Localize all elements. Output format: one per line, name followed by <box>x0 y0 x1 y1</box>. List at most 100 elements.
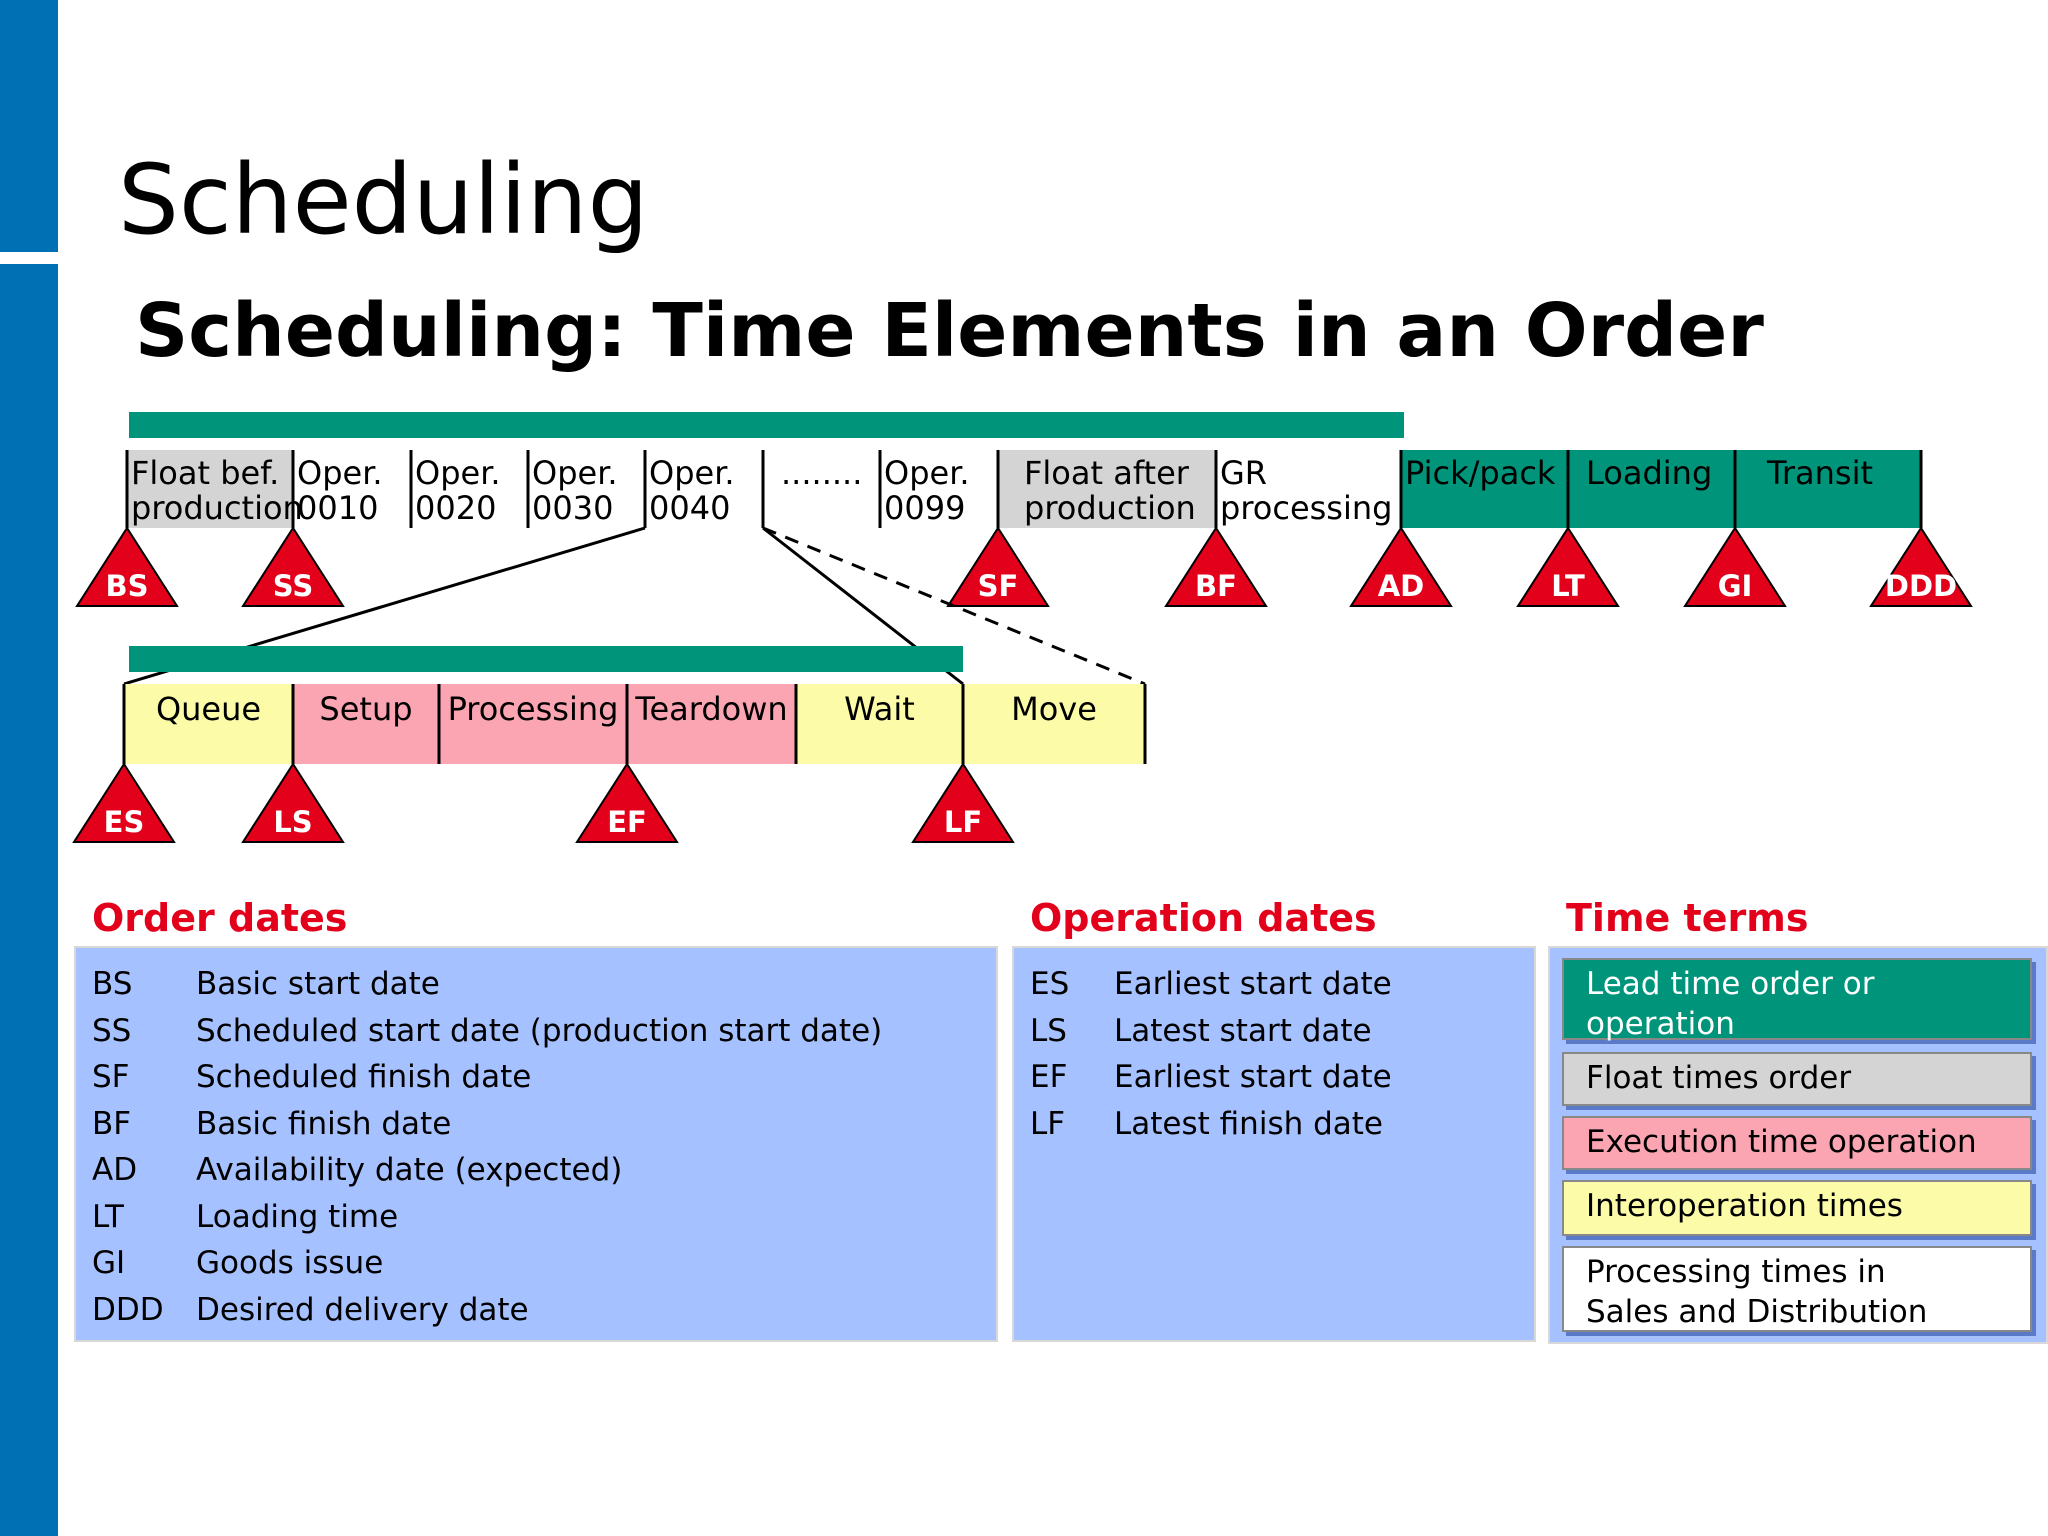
operation-segment-bg <box>963 684 1145 764</box>
order-date-code: GI <box>92 1245 126 1281</box>
order-date-marker-ad <box>1349 526 1453 607</box>
time-term-label: operation <box>1586 1006 1735 1042</box>
slide-subtitle: Scheduling: Time Elements in an Order <box>135 288 1764 374</box>
order-lead-time-bar <box>129 412 1404 438</box>
order-segment-bg <box>1735 450 1921 528</box>
order-segment-label: production <box>1024 489 1196 527</box>
time-term-lead-time: Lead time order or operation <box>1562 958 2032 1042</box>
order-date-desc: Basic finish date <box>196 1105 452 1142</box>
order-date-code: BS <box>92 966 133 1002</box>
order-date-marker-bf-label: BF <box>1195 569 1237 603</box>
order-date-marker-bf <box>1164 526 1268 607</box>
order-date-code: AD <box>92 1152 138 1188</box>
operation-date-code: ES <box>1030 966 1070 1002</box>
operation-segment-label: Move <box>1011 690 1097 728</box>
order-date-marker-sf-label: SF <box>978 569 1019 603</box>
operation-segment-label: Setup <box>319 690 412 728</box>
operation-date-marker-lf <box>911 762 1015 843</box>
order-segment-bg <box>127 450 293 528</box>
scheduling-diagram: Float bef.productionOper.0010Oper.0020Op… <box>72 412 1973 843</box>
time-terms-heading: Time terms <box>1566 896 1809 940</box>
order-date-marker-bs-label: BS <box>106 569 149 603</box>
order-segment-label: Float after <box>1024 454 1190 492</box>
time-term-execution: Execution time operation <box>1562 1116 2032 1170</box>
operation-segment-label: Queue <box>156 690 261 728</box>
operation-segment-bg <box>124 684 293 764</box>
order-segment-label: Transit <box>1766 454 1873 492</box>
order-segment-label: Float bef. <box>131 454 279 492</box>
time-term-label: Float times order <box>1586 1060 1852 1096</box>
order-date-desc: Basic start date <box>196 966 440 1002</box>
operation-date-code: LS <box>1030 1012 1067 1049</box>
order-segment-label: 0099 <box>884 489 965 527</box>
order-date-marker-ss-label: SS <box>273 569 313 603</box>
operation-date-marker-ef-label: EF <box>607 805 647 839</box>
order-date-code: BF <box>92 1105 132 1142</box>
side-accent-bar-lower <box>0 264 58 1536</box>
order-segment-label: production <box>131 489 303 527</box>
order-segment-bg <box>1568 450 1735 528</box>
time-term-sd-processing: Processing times in Sales and Distributio… <box>1562 1246 2032 1332</box>
order-date-marker-ad-label: AD <box>1378 569 1425 603</box>
operation-segment-label: Wait <box>844 690 915 728</box>
order-segment-label: Loading <box>1586 454 1712 492</box>
operation-date-desc: Earliest start date <box>1114 1059 1392 1095</box>
time-term-float: Float times order <box>1562 1052 2032 1106</box>
operation-date-marker-es <box>72 762 176 843</box>
operation-segment-bg <box>439 684 627 764</box>
order-date-marker-ss <box>241 526 345 607</box>
operation-segment-label: Processing <box>448 690 619 728</box>
operation-date-marker-es-label: ES <box>104 805 145 839</box>
order-date-code: SF <box>92 1059 130 1095</box>
order-date-marker-gi-label: GI <box>1718 569 1753 603</box>
order-date-desc: Goods issue <box>196 1245 384 1281</box>
order-segment-label: Pick/pack <box>1405 454 1556 492</box>
order-date-marker-sf <box>946 526 1050 607</box>
order-date-marker-lt-label: LT <box>1551 569 1585 603</box>
order-segment-label: processing <box>1220 489 1392 527</box>
operation-date-desc: Earliest start date <box>1114 966 1392 1002</box>
operation-dates-heading: Operation dates <box>1030 896 1377 940</box>
operation-segment-bg <box>796 684 963 764</box>
operation-date-code: EF <box>1030 1059 1068 1095</box>
time-term-label: Lead time order or <box>1586 966 1875 1002</box>
operation-date-marker-ef <box>575 762 679 843</box>
order-segment-label: Oper. <box>649 454 735 492</box>
order-date-marker-lt <box>1516 526 1620 607</box>
operation-date-code: LF <box>1030 1105 1066 1142</box>
order-segment-label: ........ <box>781 454 862 492</box>
time-term-label: Interoperation times <box>1586 1188 1903 1224</box>
order-segment-label: 0040 <box>649 489 730 527</box>
order-segment-bg <box>998 450 1216 528</box>
operation-lead-time-bar <box>129 646 963 672</box>
operation-date-marker-lf-label: LF <box>944 805 982 839</box>
operation-date-marker-ls <box>241 762 345 843</box>
order-date-marker-ddd-label: DDD <box>1885 569 1957 603</box>
time-term-label: Execution time operation <box>1586 1124 1977 1160</box>
operation-date-desc: Latest finish date <box>1114 1105 1383 1142</box>
order-dates-heading: Order dates <box>92 896 348 940</box>
order-date-marker-gi <box>1683 526 1787 607</box>
zoom-line-dashed <box>762 526 1146 686</box>
side-accent-bar <box>0 0 58 252</box>
slide-title: Scheduling <box>118 144 649 256</box>
order-segment-bg <box>1401 450 1568 528</box>
operation-date-marker-ls-label: LS <box>273 805 312 839</box>
order-segment-label: GR <box>1220 454 1267 492</box>
order-segment-label: Oper. <box>532 454 618 492</box>
order-date-desc: Scheduled start date (production start d… <box>196 1012 883 1049</box>
order-segment-label: 0010 <box>297 489 378 527</box>
order-date-desc: Availability date (expected) <box>196 1152 623 1188</box>
order-date-code: DDD <box>92 1291 164 1328</box>
time-term-label: Processing times in <box>1586 1254 1886 1290</box>
order-date-desc: Loading time <box>196 1198 399 1235</box>
order-date-desc: Desired delivery date <box>196 1291 529 1328</box>
time-term-label: Sales and Distribution <box>1586 1294 1928 1330</box>
time-term-interoperation: Interoperation times <box>1562 1180 2032 1236</box>
order-date-code: LT <box>92 1198 124 1235</box>
order-segment-label: Oper. <box>297 454 383 492</box>
order-segment-label: 0030 <box>532 489 613 527</box>
